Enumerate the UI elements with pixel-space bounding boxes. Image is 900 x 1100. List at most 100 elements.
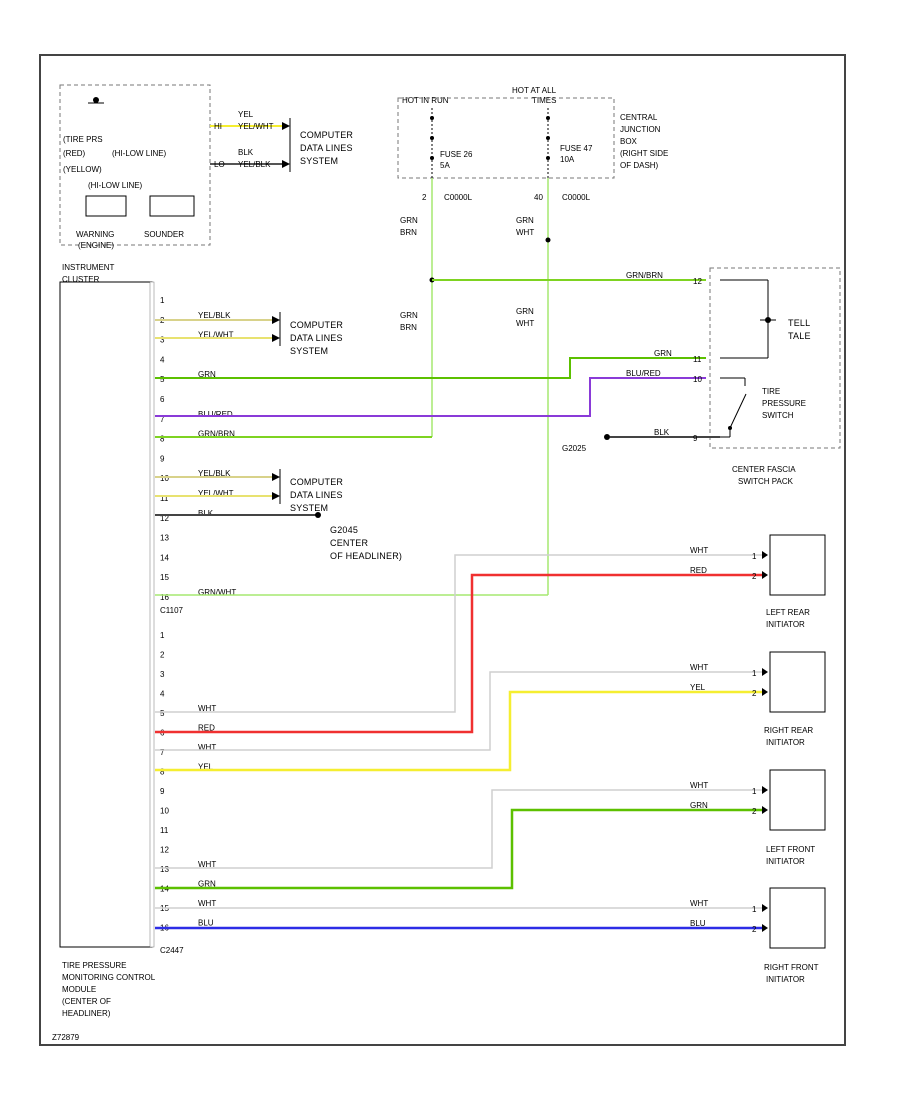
cjb-line-1: CENTRAL bbox=[620, 113, 658, 122]
tpms-module-box bbox=[59, 281, 153, 948]
sp-wire-2-code: GRN bbox=[654, 349, 672, 358]
rr-wire-2-pin: 2 bbox=[752, 689, 757, 698]
ground-label-1: G2045 bbox=[330, 525, 358, 535]
instrument-cluster-title-2: CLUSTER bbox=[62, 275, 100, 284]
module-pin-wire-code: BLK bbox=[198, 509, 214, 518]
left-rear-initiator-box bbox=[769, 534, 826, 596]
module-pin-number: 6 bbox=[160, 395, 165, 404]
sounder-label: SOUNDER bbox=[144, 230, 184, 239]
cluster-dest-line-2: DATA LINES bbox=[300, 143, 353, 153]
switch-pack-label-2: SWITCH PACK bbox=[738, 477, 794, 486]
fuse-left-name: FUSE 26 bbox=[440, 150, 473, 159]
module-pin-number: 1 bbox=[160, 631, 165, 640]
cluster-low-line-2: (HI-LOW LINE) bbox=[88, 181, 143, 190]
module-pin-number: 4 bbox=[160, 690, 165, 699]
switch-ground-label: G2025 bbox=[562, 444, 587, 453]
wire-yel-right-rear bbox=[155, 690, 765, 772]
tire-pressure-switch-icon bbox=[720, 377, 747, 438]
module-pin-number: 13 bbox=[160, 534, 169, 543]
rf-wire-2-pin: 2 bbox=[752, 925, 757, 934]
module-pin-number: 8 bbox=[160, 768, 165, 777]
rf-name-1: RIGHT FRONT bbox=[764, 963, 819, 972]
mid-right-wire-1: GRN bbox=[516, 307, 534, 316]
rf-wire-2-code: BLU bbox=[690, 919, 706, 928]
cluster-wire-1-color: YEL bbox=[238, 110, 254, 119]
sp-wire-1-pin: 12 bbox=[693, 277, 702, 286]
module-pin-number: 4 bbox=[160, 355, 165, 364]
fuse-left-rating: 5A bbox=[440, 161, 450, 170]
sounder-box bbox=[149, 195, 195, 217]
module-pin-wire-code: WHT bbox=[198, 860, 216, 869]
tpms-module-line-3: MODULE bbox=[62, 985, 96, 994]
module-pin-number: 15 bbox=[160, 573, 169, 582]
lr-wire-1-code: WHT bbox=[690, 546, 708, 555]
central-junction-box bbox=[397, 97, 615, 179]
sp-wire-1-code: GRN/BRN bbox=[626, 271, 663, 280]
fuse-right-wire-2: WHT bbox=[516, 228, 534, 237]
ground-label-2: CENTER bbox=[330, 538, 369, 548]
data-lines-2-line-1: COMPUTER bbox=[290, 477, 343, 487]
rf-wire-1-code: WHT bbox=[690, 899, 708, 908]
lf-wire-1-pin: 1 bbox=[752, 787, 757, 796]
module-pin-wire-code: BLU bbox=[198, 919, 214, 928]
fuse-right-connector: C0000L bbox=[562, 193, 591, 202]
module-pin-wire-code: YEL/BLK bbox=[198, 311, 231, 320]
hot-at-all-label: HOT AT ALL bbox=[512, 86, 557, 95]
module-pin-wire-code: YEL bbox=[198, 763, 214, 772]
switch-label-2: PRESSURE bbox=[762, 399, 806, 408]
module-pin-wire-code: WHT bbox=[198, 704, 216, 713]
instrument-cluster-box bbox=[59, 84, 211, 246]
rr-wire-1-pin: 1 bbox=[752, 669, 757, 678]
lf-name-1: LEFT FRONT bbox=[766, 845, 815, 854]
module-pin-number: 1 bbox=[160, 296, 165, 305]
wire-wht-right-rear bbox=[155, 671, 765, 751]
switch-label-3: SWITCH bbox=[762, 411, 794, 420]
sp-wire-4-pin: 9 bbox=[693, 434, 698, 443]
fuse-right-wire-1: GRN bbox=[516, 216, 534, 225]
rf-wire-1-pin: 1 bbox=[752, 905, 757, 914]
lr-wire-2-code: RED bbox=[690, 566, 707, 575]
warning-lamp-icon bbox=[88, 97, 104, 104]
lr-wire-2-pin: 2 bbox=[752, 572, 757, 581]
module-pin-number: 9 bbox=[160, 454, 165, 463]
tpms-module-line-4: (CENTER OF bbox=[62, 997, 111, 1006]
module-pin-wire-code: RED bbox=[198, 724, 215, 733]
fuse-left-wire-2: BRN bbox=[400, 228, 417, 237]
engine-label: (ENGINE) bbox=[78, 241, 114, 250]
tpms-module-line-2: MONITORING CONTROL bbox=[62, 973, 156, 982]
tpms-module-line-5: HEADLINER) bbox=[62, 1009, 111, 1018]
lf-wire-1-code: WHT bbox=[690, 781, 708, 790]
module-pin-number: 10 bbox=[160, 807, 169, 816]
module-pin-number: 5 bbox=[160, 375, 165, 384]
diagram-frame bbox=[39, 54, 846, 1046]
rr-name-1: RIGHT REAR bbox=[764, 726, 813, 735]
module-pin-number: 2 bbox=[160, 651, 165, 660]
wire-grn-pin5 bbox=[155, 357, 706, 379]
tpms-module-inner bbox=[149, 281, 155, 948]
lr-wire-1-pin: 1 bbox=[752, 552, 757, 561]
module-pin-number: 7 bbox=[160, 748, 165, 757]
connector-c2-label: C2447 bbox=[160, 946, 184, 955]
tell-tale-lamp-icon bbox=[760, 317, 776, 323]
cjb-line-2: JUNCTION bbox=[620, 125, 661, 134]
fuse-right-name: FUSE 47 bbox=[560, 144, 593, 153]
cjb-line-5: OF DASH) bbox=[620, 161, 659, 170]
switch-pack-box bbox=[709, 267, 841, 449]
cluster-warn-line-3: (YELLOW) bbox=[63, 165, 102, 174]
lr-name-1: LEFT REAR bbox=[766, 608, 810, 617]
right-rear-initiator-box bbox=[769, 651, 826, 713]
switch-pack-label-1: CENTER FASCIA bbox=[732, 465, 796, 474]
module-pin-number: 14 bbox=[160, 553, 169, 562]
module-pin-number: 10 bbox=[160, 474, 169, 483]
data-lines-1-line-1: COMPUTER bbox=[290, 320, 343, 330]
cluster-wire-1-pin: HI bbox=[214, 122, 222, 131]
module-pin-number: 11 bbox=[160, 494, 169, 503]
cjb-line-4: (RIGHT SIDE bbox=[620, 149, 668, 158]
lr-name-2: INITIATOR bbox=[766, 620, 805, 629]
cjb-line-3: BOX bbox=[620, 137, 638, 146]
fuse-right-pin: 40 bbox=[534, 193, 543, 202]
wire-grn-left-front bbox=[155, 808, 765, 890]
instrument-cluster-title-1: INSTRUMENT bbox=[62, 263, 115, 272]
module-pin-wire-code: GRN/BRN bbox=[198, 430, 235, 439]
